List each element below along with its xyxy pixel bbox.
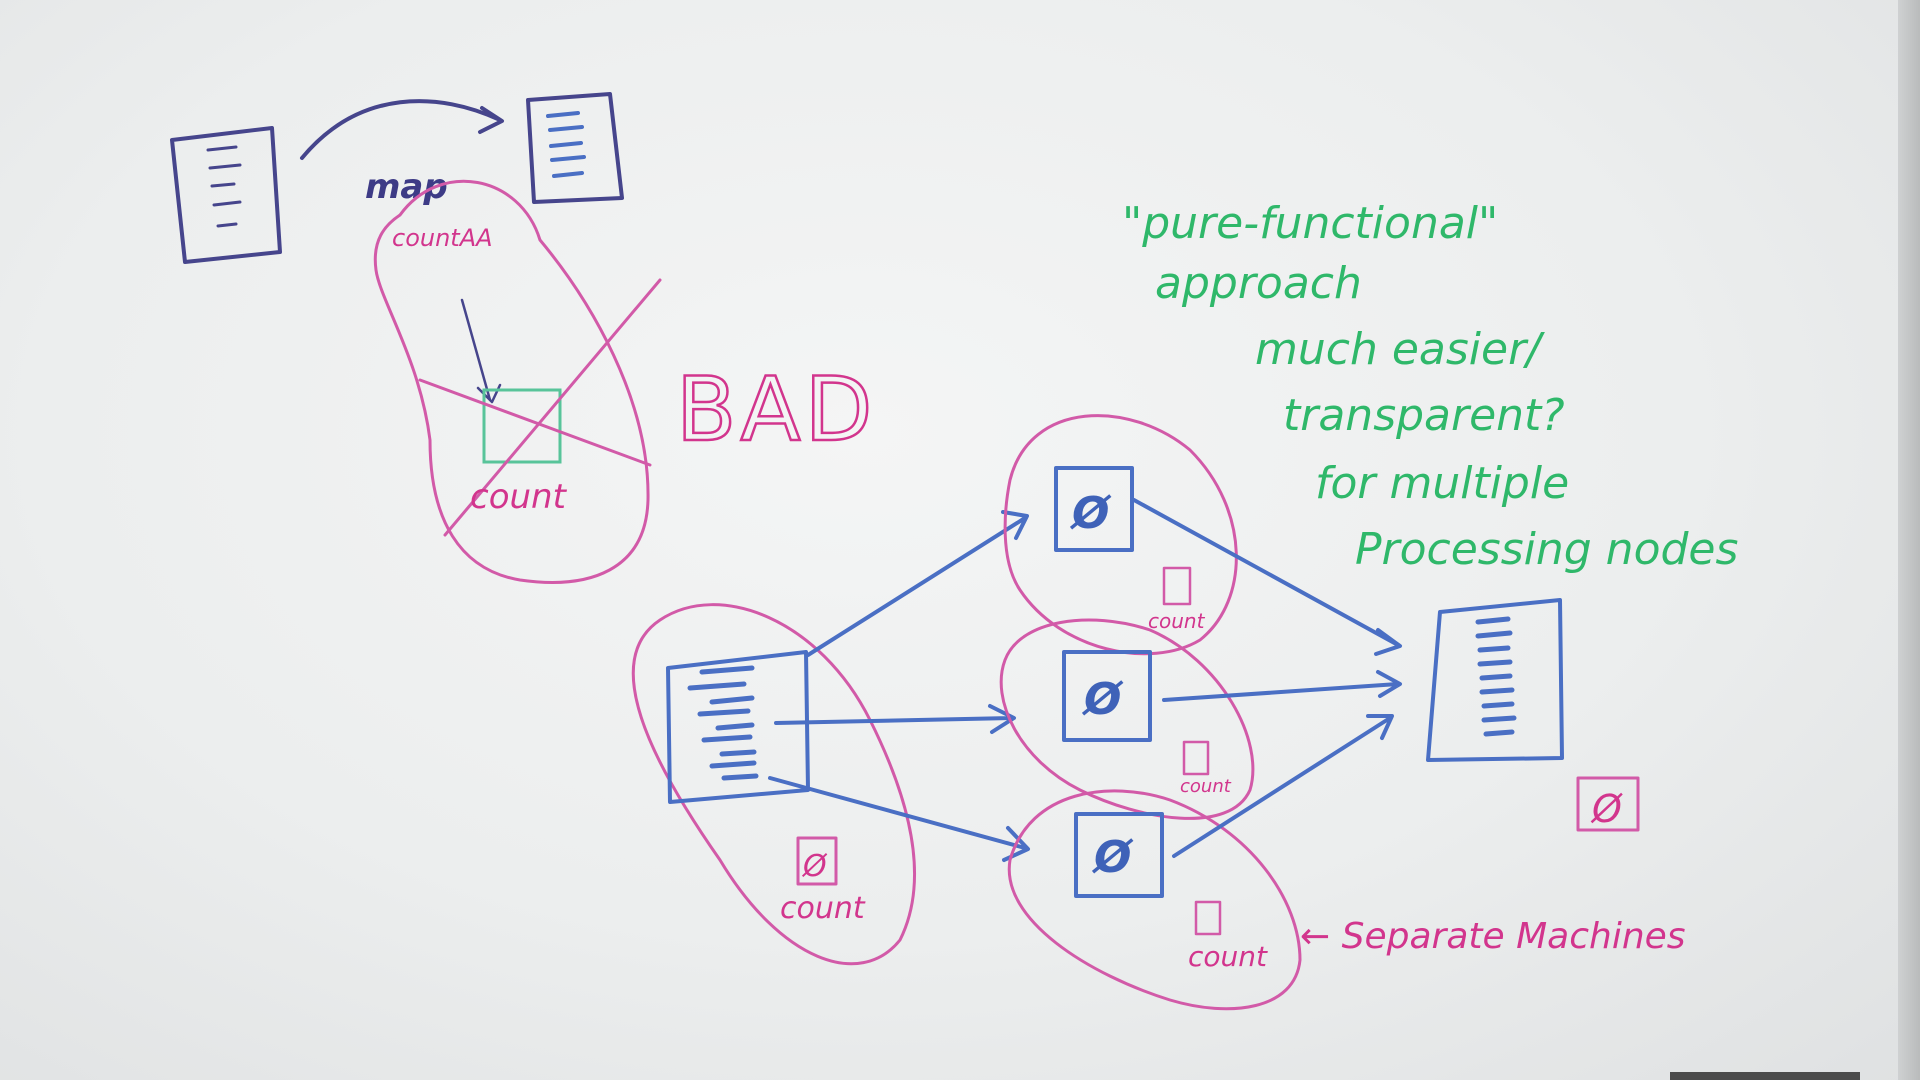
input-count-label: count — [780, 891, 866, 926]
worker-3-zero-label: Ø — [1091, 832, 1134, 883]
worker-2-bubble — [999, 618, 1255, 820]
map-arrow — [300, 99, 504, 160]
worker-3-counter-box-icon — [1194, 900, 1222, 936]
whiteboard-frame-edge — [1898, 0, 1920, 1080]
output-zero-label: Ø — [1590, 787, 1623, 831]
note-line-3: much easier/ — [1255, 324, 1545, 375]
worker-1-count-label: count — [1148, 609, 1206, 633]
input-node-bubble — [631, 603, 916, 966]
worker-1-bubble — [1003, 414, 1238, 656]
split-arrows — [768, 510, 1030, 862]
source-document-icon — [170, 126, 282, 264]
separate-machines-label: ← Separate Machines — [1300, 916, 1686, 957]
down-arrow — [460, 298, 502, 404]
input-zero-label: Ø — [801, 849, 828, 884]
note-line-2: approach — [1155, 258, 1362, 309]
count-struck-label: countAA — [392, 224, 493, 252]
worker-3-process-box-icon — [1074, 812, 1164, 898]
count-label-crossed: count — [470, 477, 568, 517]
worker-1-zero-label: Ø — [1069, 488, 1112, 539]
worker-2-counter-box-icon — [1182, 740, 1210, 776]
counter-box-icon — [482, 388, 562, 464]
note-line-5: for multiple — [1315, 458, 1569, 509]
worker-2-process-box-icon — [1062, 650, 1152, 742]
worker-1-process-box-icon — [1054, 466, 1134, 552]
mapped-document-icon — [526, 92, 624, 204]
output-counter-box-icon — [1576, 776, 1640, 832]
worker-3-bubble — [1007, 789, 1302, 1011]
marker-tray — [1670, 1072, 1860, 1080]
input-counter-box-icon — [796, 836, 838, 886]
notes: "pure-functional" approach much easier/ … — [1122, 198, 1738, 575]
note-line-6: Processing nodes — [1355, 524, 1738, 575]
bad-state-bubble — [373, 179, 650, 584]
input-data-document-icon — [666, 650, 810, 804]
bad-label: BAD — [676, 358, 876, 461]
note-line-4: transparent? — [1283, 390, 1565, 441]
worker-1-counter-box-icon — [1162, 566, 1192, 606]
cross-out-mark — [418, 278, 662, 537]
worker-2-zero-label: Ø — [1081, 674, 1124, 725]
worker-2-count-label: count — [1180, 776, 1232, 797]
output-document-icon — [1426, 598, 1564, 762]
worker-3-count-label: count — [1188, 940, 1268, 973]
note-line-1: "pure-functional" — [1122, 198, 1498, 249]
merge-arrows — [1132, 498, 1402, 858]
